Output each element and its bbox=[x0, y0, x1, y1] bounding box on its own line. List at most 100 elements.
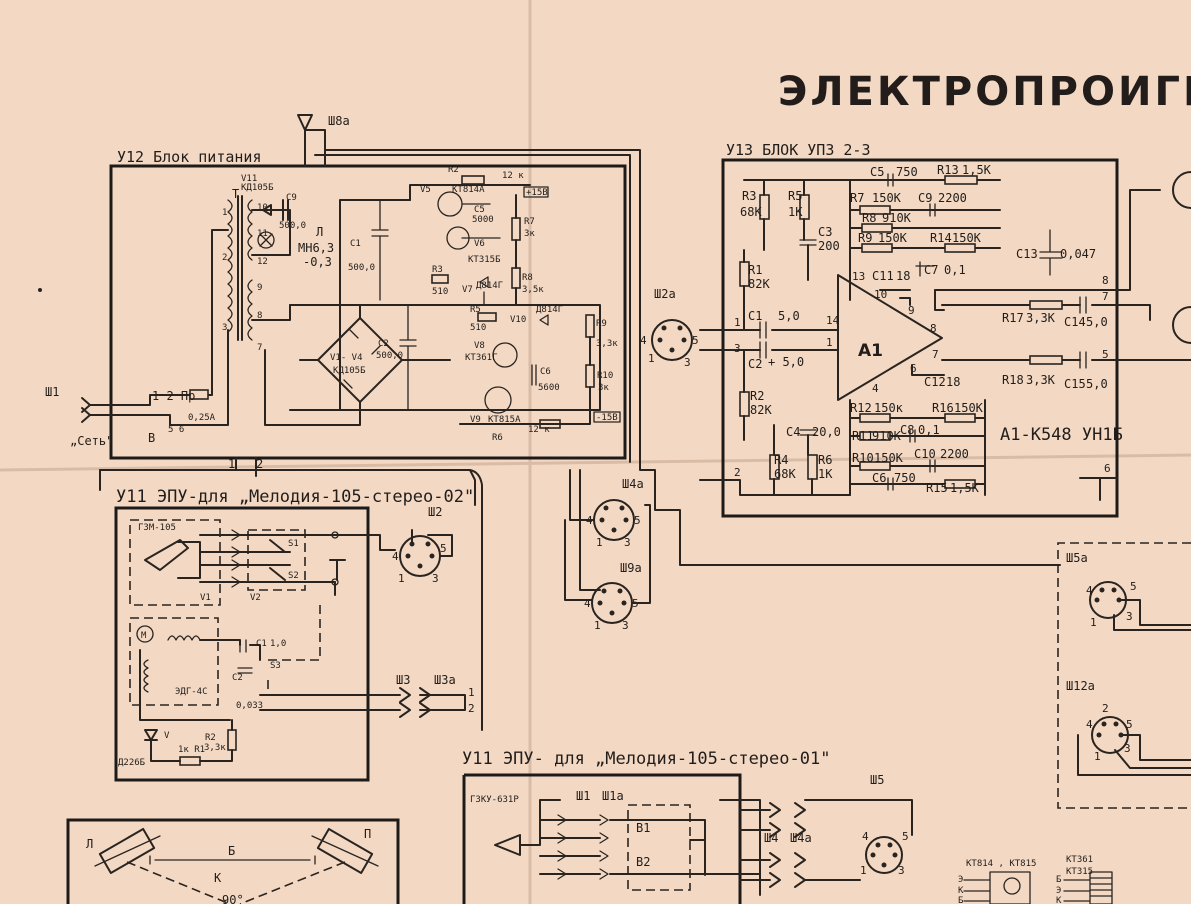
u13-r4-value: 68К bbox=[774, 467, 796, 481]
a1-pin-7: 7 bbox=[932, 348, 939, 361]
sh1-connector-marks bbox=[557, 814, 567, 880]
u13-r8 bbox=[861, 223, 893, 233]
r2-motor-label: R2 bbox=[205, 733, 216, 743]
u13-pin-1: 1 bbox=[734, 316, 741, 329]
motor-c1-value: 1,0 bbox=[270, 639, 286, 649]
motor-icon bbox=[136, 625, 154, 643]
v8-type: КТ361Г bbox=[465, 353, 498, 363]
u13-c8-value: 0,1 bbox=[918, 423, 940, 437]
r6-label: R6 bbox=[492, 433, 503, 443]
v9-transistor bbox=[484, 386, 512, 414]
u13-r8-value: 910К bbox=[882, 211, 912, 225]
winding-3: 3 bbox=[222, 323, 227, 333]
speaker-block-frame bbox=[1057, 542, 1191, 809]
u13-r13 bbox=[944, 175, 978, 185]
a1-pin-9: 9 bbox=[908, 304, 915, 317]
u13-c10-label: С10 bbox=[914, 447, 936, 461]
sh3-connector-marks bbox=[399, 687, 431, 718]
sh4a-sh9a-wiring bbox=[569, 469, 1061, 591]
mains-label: „Сеть" bbox=[70, 434, 113, 448]
u13-r9-value: 150К bbox=[878, 231, 908, 245]
u13-r12 bbox=[859, 413, 891, 423]
placement-left-label: Л bbox=[86, 837, 93, 851]
lamp-cross bbox=[259, 233, 273, 247]
c1-label: С1 bbox=[350, 239, 361, 249]
transformer-secondary-b bbox=[247, 279, 253, 341]
u13-r2 bbox=[739, 391, 750, 417]
power-supply-frame bbox=[109, 164, 627, 460]
u13-r15-label: R15 bbox=[926, 481, 948, 495]
u13-r10 bbox=[859, 461, 891, 471]
sh2a-pin-1: 1 bbox=[648, 352, 655, 365]
u13-c8-label: С8 bbox=[900, 423, 914, 437]
sh12a-pin-5: 5 bbox=[1126, 718, 1133, 731]
motor-speed-wiring bbox=[150, 719, 233, 762]
sh3a-label: Ш3а bbox=[434, 673, 456, 687]
u13-c1-value: 5,0 bbox=[778, 309, 800, 323]
cable-top-2 bbox=[314, 154, 631, 463]
v6-label: V6 bbox=[474, 239, 485, 249]
r10-resistor bbox=[585, 364, 595, 388]
motor-c2-label: С2 bbox=[232, 673, 243, 683]
sh4a-label: Ш4а bbox=[622, 477, 644, 491]
u13-c7-value: 0,1 bbox=[944, 263, 966, 277]
motor-c2-value: 0,033 bbox=[236, 701, 263, 711]
u13-c2-label: С2 bbox=[748, 357, 762, 371]
v11-label: V11 bbox=[241, 174, 257, 184]
u13-r3-label: R3 bbox=[742, 189, 756, 203]
r5-label: R5 bbox=[470, 305, 481, 315]
sh2a-pin-3: 3 bbox=[684, 356, 691, 369]
sh4-label: Ш4 bbox=[764, 831, 778, 845]
paper-speck bbox=[38, 288, 42, 292]
u13-c13-label: С13 bbox=[1016, 247, 1038, 261]
v7-label: V7 bbox=[462, 285, 473, 295]
sheet-title: ЭЛЕКТРОПРОИГРЫ bbox=[778, 69, 1191, 115]
placement-frame bbox=[66, 818, 400, 904]
u13-r5-value: 1К bbox=[788, 205, 803, 219]
gzm-head-frame bbox=[129, 519, 221, 606]
sh5-label: Ш5 bbox=[870, 773, 884, 787]
sh2a-pin-4: 4 bbox=[640, 334, 647, 347]
u13-c14-value: 5,0 bbox=[1086, 315, 1108, 329]
sh2a-label: Ш2а bbox=[654, 287, 676, 301]
pinout-kt814-label: КТ814 , КТ815 bbox=[966, 859, 1036, 869]
sh5a-wiring bbox=[1113, 599, 1191, 631]
r9-value: 3,3к bbox=[596, 339, 618, 349]
u13-c7-label: С7 bbox=[924, 263, 938, 277]
u13-r13-value: 1,5К bbox=[962, 163, 992, 177]
c6-value: 5600 bbox=[538, 383, 560, 393]
ground-bus bbox=[289, 304, 601, 411]
u13-c13 bbox=[1039, 229, 1063, 276]
u13-c3-value: 200 bbox=[818, 239, 840, 253]
sh3-label: Ш3 bbox=[396, 673, 410, 687]
epu-02-title: У11 ЭПУ-для „Мелодия-105-стерео-02" bbox=[116, 487, 474, 507]
gzku-label: ГЗКУ-631Р bbox=[470, 795, 519, 805]
transformer-label: Т bbox=[232, 187, 239, 201]
u13-r14-label: R14 bbox=[930, 231, 952, 245]
sh2-pin-3: 3 bbox=[432, 572, 439, 585]
input-capacitors bbox=[759, 321, 767, 359]
transformer-secondary-a bbox=[247, 199, 253, 261]
u13-r16-label: R16 bbox=[932, 401, 954, 415]
u13-pin-7: 7 bbox=[1102, 290, 1109, 303]
r8-label: R8 bbox=[522, 273, 533, 283]
sh9a-pin-3: 3 bbox=[622, 619, 629, 632]
fuse-label: 1 2 Пр bbox=[152, 389, 195, 403]
motor-label: М bbox=[141, 631, 147, 641]
u13-c14-label: С14 bbox=[1064, 315, 1086, 329]
epu-02-terminal-2 bbox=[331, 578, 339, 586]
p15v-tag bbox=[523, 186, 549, 198]
output-2-wiring bbox=[911, 359, 1131, 376]
u13-r18 bbox=[1029, 355, 1063, 365]
u13-c3-label: С3 bbox=[818, 225, 832, 239]
reg-top-wire bbox=[409, 184, 531, 201]
s2-label: S2 bbox=[288, 571, 299, 581]
v2-label: V2 bbox=[250, 593, 261, 603]
b2-label: В2 bbox=[636, 855, 650, 869]
sh12a-wiring bbox=[1077, 734, 1191, 776]
v1-label: V1 bbox=[200, 593, 211, 603]
u13-r9-label: R9 bbox=[858, 231, 872, 245]
sh4a-connector: Ш4а 4 5 1 3 bbox=[586, 477, 644, 549]
mains-plug-icon bbox=[81, 397, 91, 423]
r10-label: R10 bbox=[597, 371, 613, 381]
